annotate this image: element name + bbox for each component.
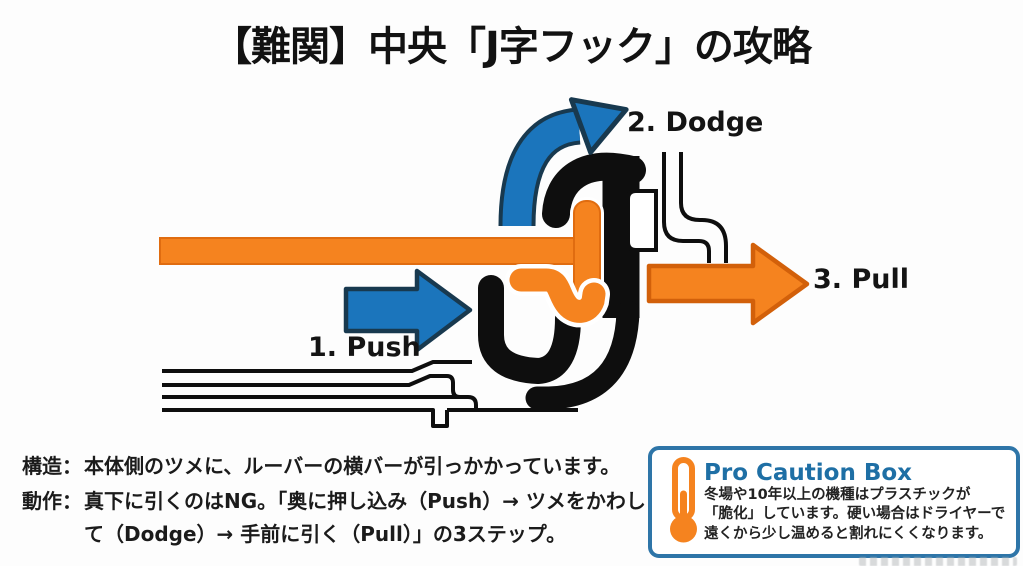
louver-bar bbox=[159, 237, 601, 265]
hook-black-parts bbox=[478, 152, 646, 410]
caution-line-2: 「脆化」しています。硬い場合はドライヤーで bbox=[704, 506, 1006, 523]
note-action-text: 真下に引くのはNG。「奥に押し込み（Push）→ ツメをかわして（Dodge）→… bbox=[84, 489, 646, 546]
caution-body: 冬場や10年以上の機種はプラスチックが 「脆化」しています。硬い場合はドライヤー… bbox=[704, 486, 1010, 545]
note-action-label: 動作： bbox=[22, 489, 82, 513]
trunk-step-notch bbox=[626, 189, 658, 252]
explanation-notes: 構造： 本体側のツメに、ルーバーの横バーが引っかかっています。 動作： 真下に引… bbox=[22, 450, 646, 553]
caution-content: Pro Caution Box 冬場や10年以上の機種はプラスチックが 「脆化」… bbox=[704, 460, 1010, 545]
pro-caution-box: Pro Caution Box 冬場や10年以上の機種はプラスチックが 「脆化」… bbox=[648, 446, 1020, 558]
louver-profile-lines bbox=[162, 360, 578, 428]
note-structure-text: 本体側のツメに、ルーバーの横バーが引っかかっています。 bbox=[84, 454, 621, 478]
push-label: 1. Push bbox=[308, 332, 421, 363]
note-structure-label: 構造： bbox=[22, 454, 82, 478]
caution-title: Pro Caution Box bbox=[704, 459, 913, 486]
cutoff-watermark bbox=[859, 557, 1017, 566]
dodge-arrow bbox=[498, 97, 629, 227]
pull-arrow bbox=[646, 242, 810, 326]
panel-profile-lines bbox=[662, 152, 728, 263]
caution-line-1: 冬場や10年以上の機種はプラスチックが bbox=[704, 486, 971, 503]
pull-label: 3. Pull bbox=[813, 264, 909, 295]
page-title: 【難関】中央「J字フック」の攻略 bbox=[212, 24, 812, 70]
louver-bar-curl bbox=[509, 268, 606, 323]
note-action: 動作： 真下に引くのはNG。「奥に押し込み（Push）→ ツメをかわして（Dod… bbox=[22, 485, 646, 551]
body-claw-hook bbox=[542, 152, 646, 228]
caution-line-3: 遠くから少し温めると割れにくくなります。 bbox=[704, 525, 993, 542]
thermometer-icon bbox=[662, 456, 704, 548]
dodge-arrow-arc bbox=[502, 111, 581, 227]
dodge-label: 2. Dodge bbox=[627, 107, 764, 138]
push-arrow bbox=[343, 268, 473, 353]
louver-side-j bbox=[478, 275, 581, 385]
note-structure: 構造： 本体側のツメに、ルーバーの横バーが引っかかっています。 bbox=[22, 450, 646, 483]
body-claw-trunk-curve bbox=[525, 300, 640, 410]
dodge-arrow-head bbox=[568, 97, 629, 155]
